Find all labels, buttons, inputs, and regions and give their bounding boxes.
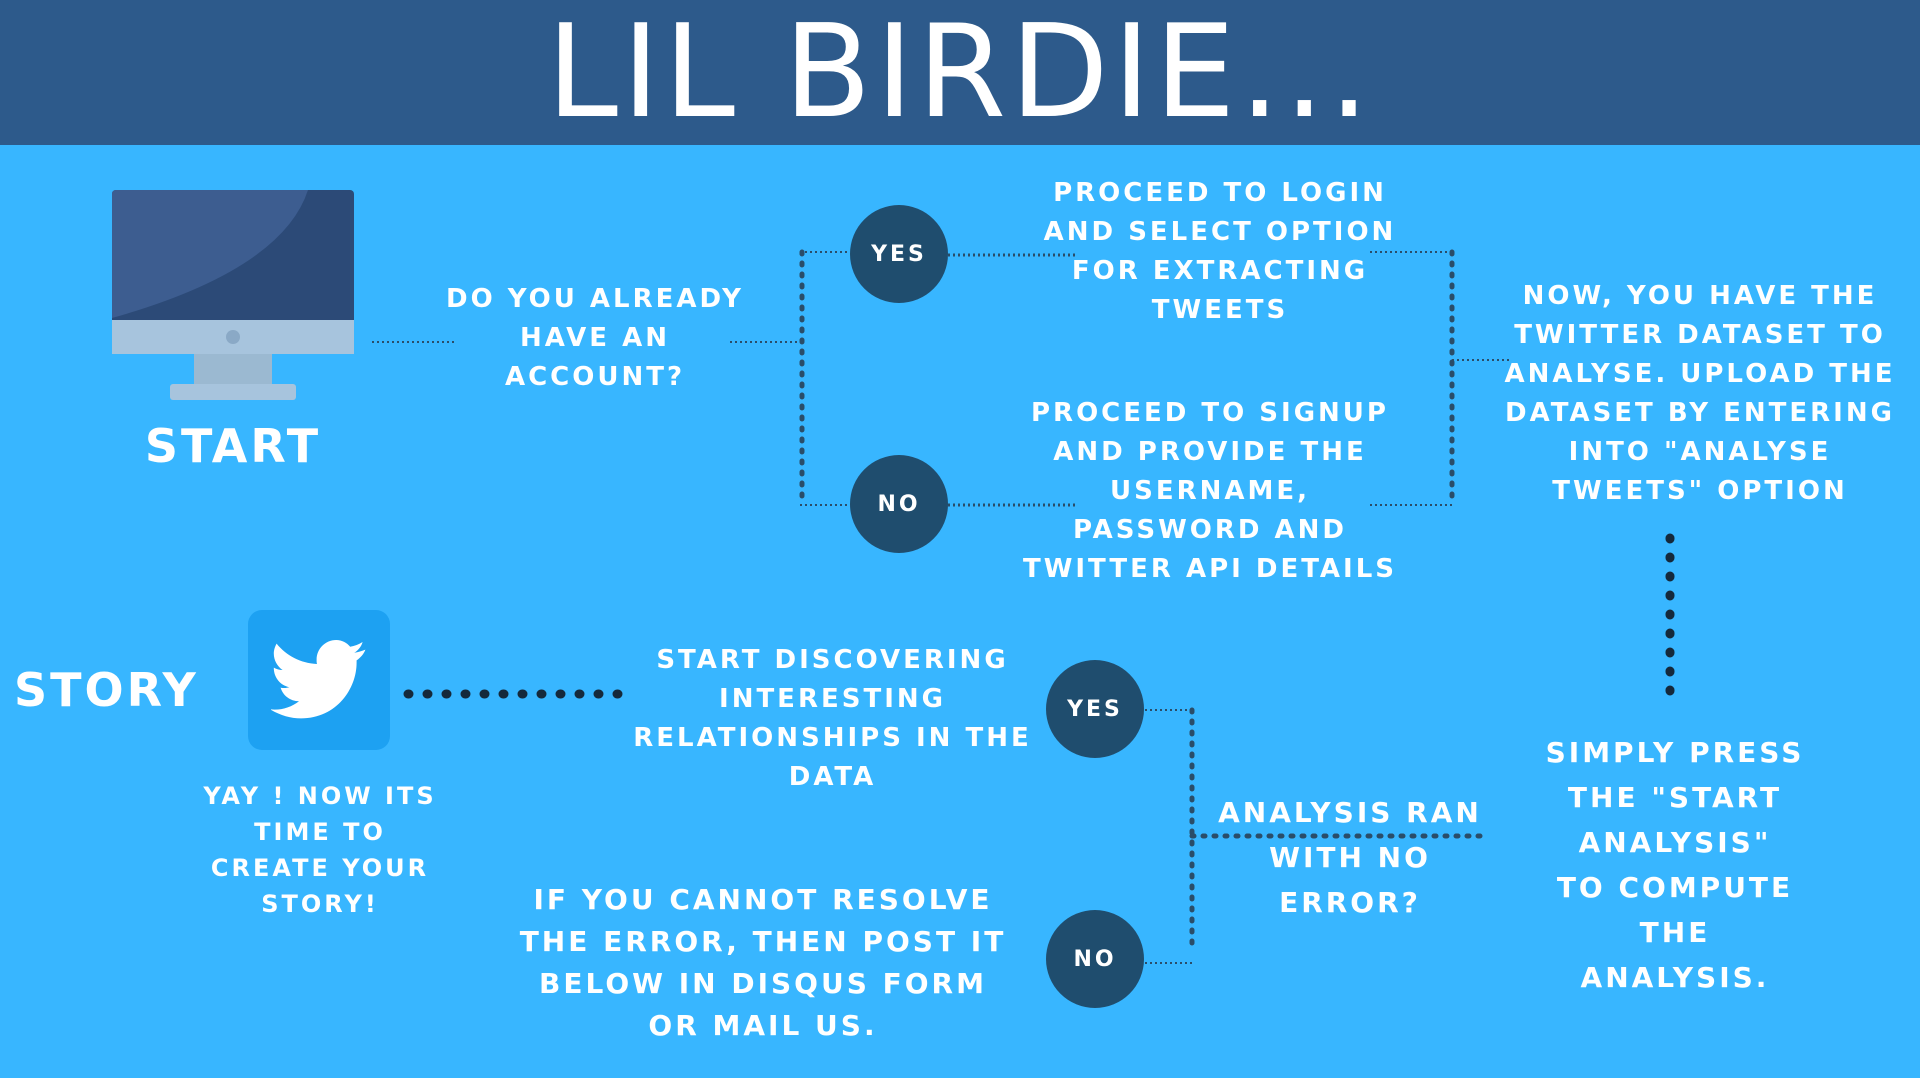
no-label: NO — [877, 491, 921, 517]
no-node-analysis: NO — [1046, 910, 1144, 1008]
discover-step: START DISCOVERING INTERESTING RELATIONSH… — [633, 645, 1032, 792]
no-label: NO — [1073, 946, 1117, 972]
twitter-bird-icon — [271, 640, 366, 719]
login-step: PROCEED TO LOGIN AND SELECT OPTION FOR E… — [1043, 178, 1397, 325]
bottom-border — [0, 1078, 1920, 1080]
yes-label: YES — [871, 241, 927, 267]
error-help-step: IF YOU CANNOT RESOLVE THE ERROR, THEN PO… — [519, 883, 1007, 1042]
start-analysis-step: SIMPLY PRESS THE "START ANALYSIS" TO COM… — [1545, 736, 1805, 994]
yes-node-analysis: YES — [1046, 660, 1144, 758]
yes-label: YES — [1067, 696, 1123, 722]
signup-step: PROCEED TO SIGNUP AND PROVIDE THE USERNA… — [1022, 398, 1398, 584]
start-label: START — [144, 419, 322, 473]
yes-node-account: YES — [850, 205, 948, 303]
story-caption: YAY ! NOW ITS TIME TO CREATE YOUR STORY! — [203, 782, 437, 918]
dataset-step: NOW, YOU HAVE THE TWITTER DATASET TO ANA… — [1504, 281, 1896, 506]
page-title: LIL BIRDIE... — [546, 0, 1374, 147]
account-question: DO YOU ALREADY HAVE AN ACCOUNT? — [445, 284, 744, 392]
error-question: ANALYSIS RAN WITH NO ERROR? — [1218, 796, 1482, 919]
twitter-tile — [248, 610, 390, 750]
no-node-account: NO — [850, 455, 948, 553]
desktop-monitor-icon — [112, 190, 354, 400]
story-label: STORY — [14, 663, 199, 717]
header-banner: LIL BIRDIE... — [0, 0, 1920, 145]
